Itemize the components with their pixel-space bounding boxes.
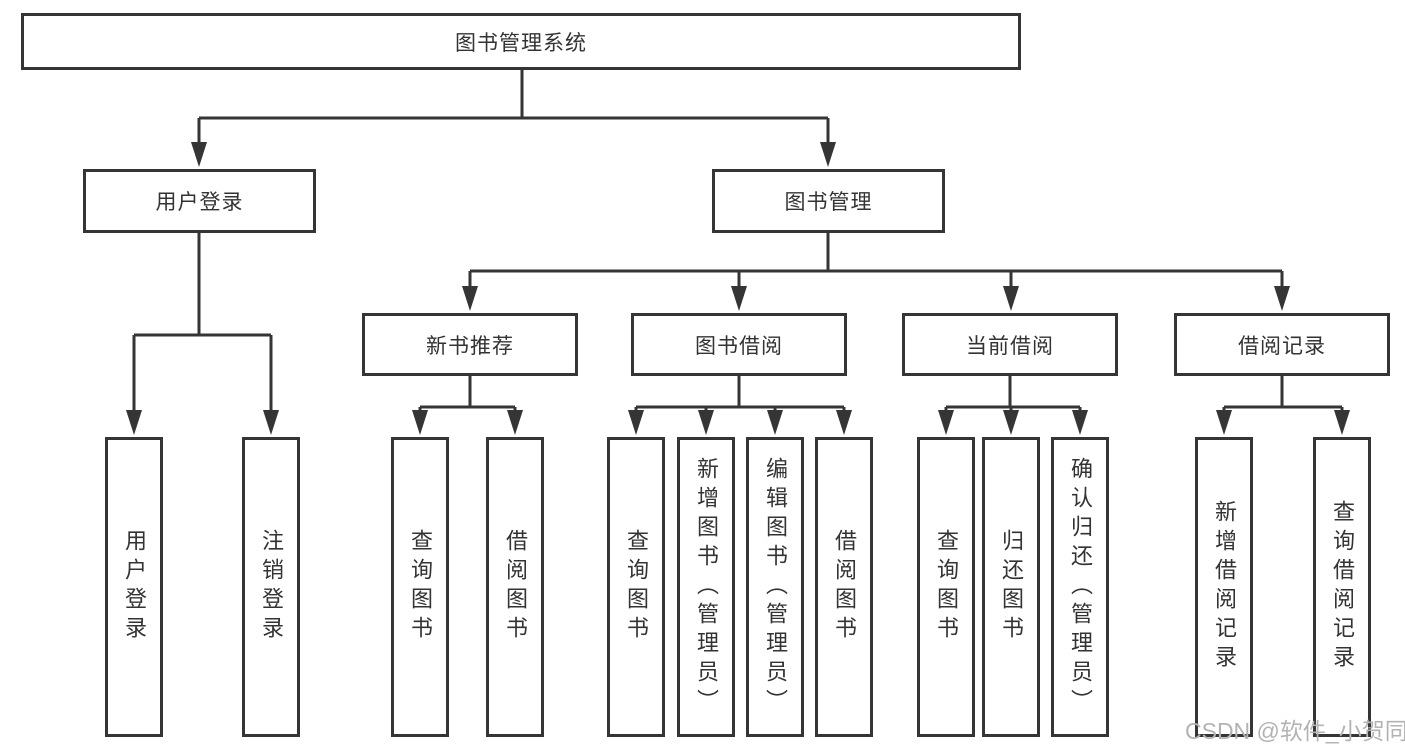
node-label: 注销登录 xyxy=(259,529,284,645)
node-label: 借阅图书 xyxy=(503,529,528,645)
node-leaf-borrow-book-recommend: 借阅图书 xyxy=(486,437,544,737)
node-leaf-query-book-borrowing: 查询图书 xyxy=(607,437,665,737)
node-label: 用户登录 xyxy=(155,191,244,214)
node-label: 图书管理 xyxy=(784,191,873,214)
arrowheads xyxy=(126,142,1350,435)
node-label: 归还图书 xyxy=(999,529,1024,645)
node-label: 图书借阅 xyxy=(695,334,783,358)
node-leaf-add-book-admin: 新增图书（管理员） xyxy=(677,437,735,737)
node-leaf-return-book: 归还图书 xyxy=(982,437,1040,737)
node-label: 编辑图书（管理员） xyxy=(763,456,788,718)
node-leaf-logout: 注销登录 xyxy=(242,437,300,737)
node-label: 借阅图书 xyxy=(832,529,857,645)
node-leaf-confirm-return-admin: 确认归还（管理员） xyxy=(1051,437,1109,737)
node-label: 确认归还（管理员） xyxy=(1068,456,1093,718)
node-leaf-query-book-recommend: 查询图书 xyxy=(391,437,449,737)
node-leaf-user-login: 用户登录 xyxy=(105,437,163,737)
node-label: 用户登录 xyxy=(122,529,147,645)
node-borrowing-records: 借阅记录 xyxy=(1174,313,1390,376)
node-label: 查询图书 xyxy=(408,529,433,645)
csdn-watermark: CSDN @软件_小贺同学 xyxy=(1185,718,1405,744)
node-label: 图书管理系统 xyxy=(455,31,587,55)
node-leaf-add-borrow-record: 新增借阅记录 xyxy=(1195,437,1253,737)
node-leaf-borrow-book: 借阅图书 xyxy=(815,437,873,737)
node-book-management: 图书管理 xyxy=(712,169,945,233)
node-leaf-query-borrow-record: 查询借阅记录 xyxy=(1313,437,1371,737)
node-user-login: 用户登录 xyxy=(83,169,316,233)
node-label: 查询图书 xyxy=(934,529,959,645)
node-book-borrowing: 图书借阅 xyxy=(631,313,847,376)
node-label: 新增图书（管理员） xyxy=(694,456,719,718)
node-leaf-query-book-current: 查询图书 xyxy=(917,437,975,737)
node-library-system: 图书管理系统 xyxy=(21,13,1021,70)
node-current-borrowing: 当前借阅 xyxy=(902,313,1118,376)
node-new-book-recommend: 新书推荐 xyxy=(362,313,578,376)
node-label: 借阅记录 xyxy=(1238,334,1326,358)
node-label: 新增借阅记录 xyxy=(1212,500,1237,674)
node-leaf-edit-book-admin: 编辑图书（管理员） xyxy=(746,437,804,737)
node-label: 查询图书 xyxy=(624,529,649,645)
node-label: 当前借阅 xyxy=(966,334,1054,358)
node-label: 新书推荐 xyxy=(426,334,514,358)
node-label: 查询借阅记录 xyxy=(1330,500,1355,674)
